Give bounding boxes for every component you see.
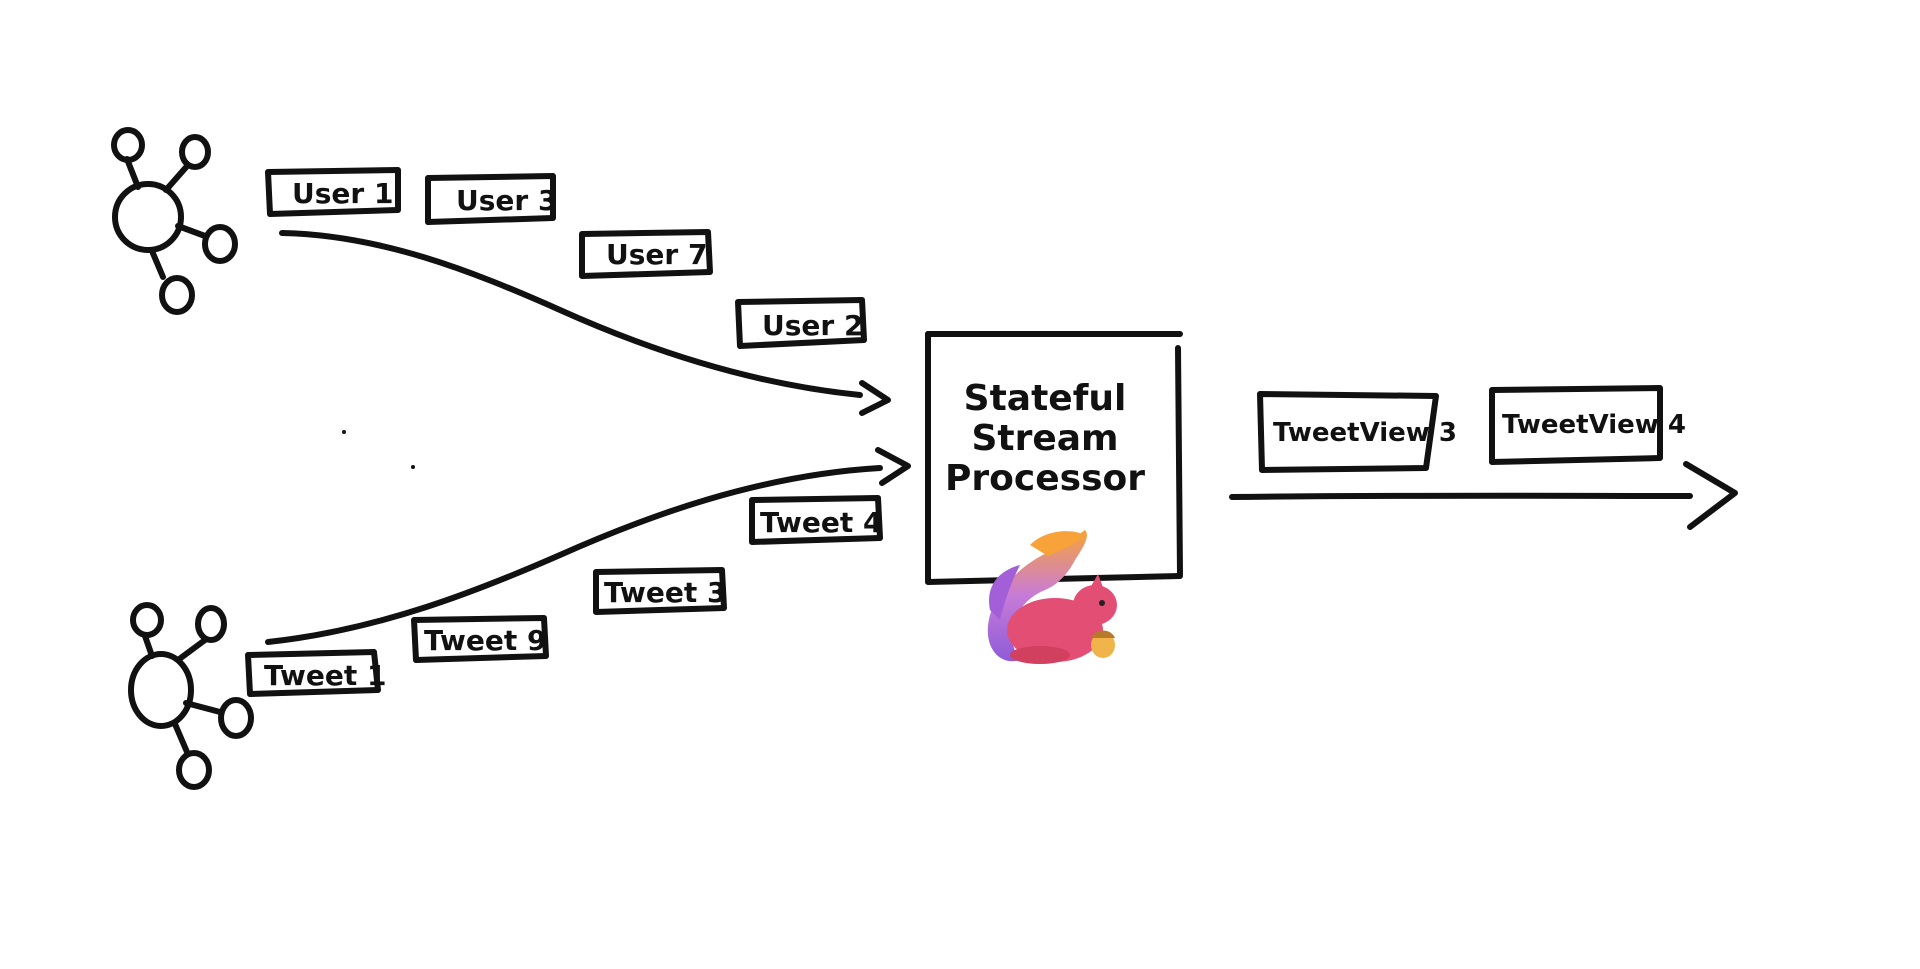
tweet-event-label: Tweet 1 xyxy=(264,659,387,692)
tweet-source-network-icon xyxy=(128,602,254,790)
user-stream-arrow xyxy=(279,230,891,416)
output-event-label: TweetView 4 xyxy=(1502,410,1686,440)
tweet-stream-arrow xyxy=(265,447,911,645)
user-event-label: User 3 xyxy=(456,184,557,217)
processor-label-line1: Stateful xyxy=(964,378,1127,419)
stray-dot xyxy=(342,430,346,434)
user-event-box: User 7 xyxy=(579,229,713,279)
stray-dot xyxy=(411,465,415,469)
tweet-event-box: Tweet 9 xyxy=(411,615,549,663)
user-source-network-icon xyxy=(111,127,238,315)
processor-label-line2: Stream xyxy=(971,418,1118,459)
user-event-box: User 3 xyxy=(425,173,557,225)
tweet-event-box: Tweet 3 xyxy=(593,567,727,615)
tweet-event-label: Tweet 3 xyxy=(604,576,727,609)
tweet-event-box: Tweet 1 xyxy=(245,649,387,697)
output-event-box: TweetView 4 xyxy=(1489,385,1686,465)
squirrel-icon xyxy=(987,530,1117,664)
tweet-event-box: Tweet 4 xyxy=(749,495,883,545)
user-event-label: User 2 xyxy=(762,309,863,342)
user-event-box: User 1 xyxy=(265,167,401,217)
user-event-box: User 2 xyxy=(735,297,867,349)
user-event-label: User 1 xyxy=(292,177,393,210)
user-event-label: User 7 xyxy=(606,238,707,271)
processor-label-line3: Processor xyxy=(945,458,1145,499)
tweet-event-label: Tweet 9 xyxy=(424,624,547,657)
output-event-box: TweetView 3 xyxy=(1257,391,1457,473)
output-stream-arrow xyxy=(1229,461,1738,530)
tweet-event-label: Tweet 4 xyxy=(760,506,883,539)
output-event-label: TweetView 3 xyxy=(1273,418,1457,448)
